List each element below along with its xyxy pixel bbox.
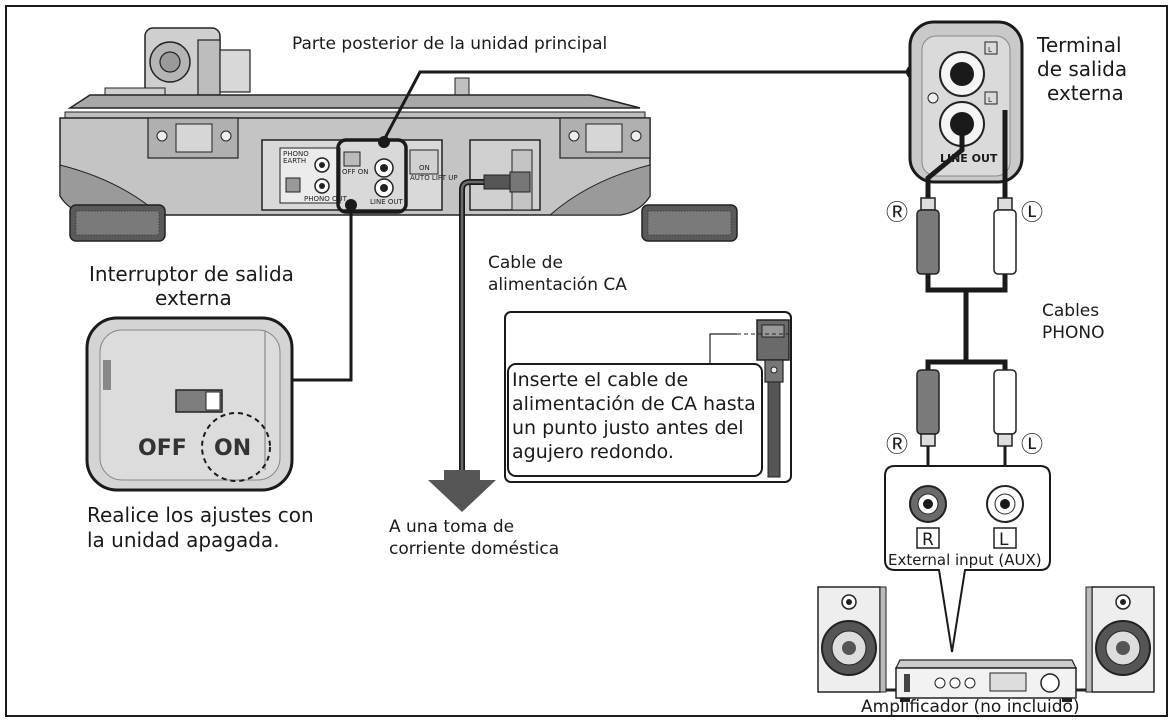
aux-input-panel [884,465,1051,653]
amplifier-system [817,586,1155,702]
settings-note-line2: la unidad apagada. [87,528,280,552]
panel-phono-earth-label-2: EARTH [283,157,306,165]
panel-auto-lift-label: AUTO LIFT UP [410,174,458,182]
connector-highlight-box [336,138,408,214]
switch-off-label: OFF [138,436,187,461]
switch-title-line1: Interruptor de salida [89,262,294,286]
insert-note-line2: alimentación de CA hasta [512,393,756,415]
diagram-frame [5,5,1168,717]
rear-unit-label: Parte posterior de la unidad principal [292,34,607,54]
turntable-rear-unit: PHONO EARTH PHONO OUT OFF ON LINE OUT AU… [59,27,738,242]
jack-r-label: R [922,530,934,550]
plug-r-bottom-label: Ⓡ [886,433,908,458]
ac-cable-label-line2: alimentación CA [488,275,627,295]
switch-leader-line [290,205,353,382]
terminal-leader-dot [378,136,390,148]
outlet-label-line1: A una toma de [389,517,514,537]
terminal-label-line1: Terminal [1036,33,1122,57]
ac-cable-label-line1: Cable de [488,253,563,273]
jack-l-label: L [999,530,1009,550]
terminal-label-line3: externa [1047,81,1124,105]
switch-leader-dot [345,199,357,211]
switch-on-label: ON [214,436,251,461]
amplifier-label: Amplificador (no incluido) [861,697,1080,717]
switch-title-line2: externa [155,286,232,310]
phono-cables-label-line2: PHONO [1042,323,1105,343]
panel-on-label: ON [419,164,430,172]
plug-l-bottom-label: Ⓛ [1021,433,1043,458]
ac-power-cable [459,171,531,470]
terminal-zoom-l-top: L [988,46,992,54]
insert-note-line3: un punto justo antes del [512,417,744,439]
insert-note-line1: Inserte el cable de [512,369,688,391]
plug-r-top-label: Ⓡ [886,201,908,226]
insert-note-box: Inserte el cable de alimentación de CA h… [504,311,792,483]
external-input-label: External input (AUX) [888,551,1042,569]
panel-phono-earth-label-1: PHONO [283,150,309,158]
outlet-label-line2: corriente doméstica [389,539,559,559]
switch-zoom: OFF ON [85,316,294,492]
plug-l-top-label: Ⓛ [1021,201,1043,226]
phono-cables [916,110,1017,482]
panel-line-out-label: LINE OUT [370,198,403,206]
terminal-leader-line [382,70,913,141]
outlet-arrow [428,470,496,512]
phono-cables-label-line1: Cables [1042,301,1099,321]
panel-off-on-label: OFF ON [342,168,369,176]
settings-note-line1: Realice los ajustes con [87,503,314,527]
insert-note-line4: agujero redondo. [512,441,674,463]
terminal-label-line2: de salida [1037,57,1127,81]
panel-phono-out-label: PHONO OUT [304,195,348,203]
terminal-zoom-l-mid: L [988,96,992,104]
